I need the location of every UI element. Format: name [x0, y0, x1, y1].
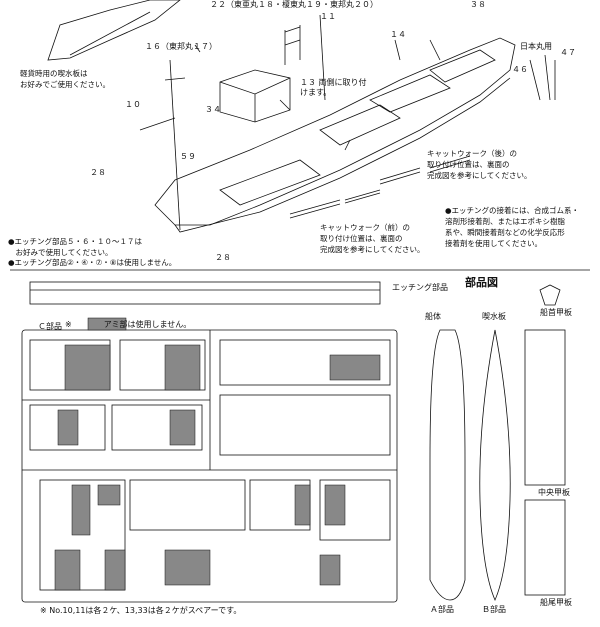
note-etching-unused: ●エッチング部品②・④・⑦・⑧は使用しません。: [8, 258, 177, 267]
label-38: ３８: [470, 0, 486, 9]
note-adhesive: ●エッチングの接着には、合成ゴム系・ 溶剤形接着剤、またはエポキシ樹脂 系や、瞬…: [445, 206, 580, 248]
label-28a: ２８: [90, 168, 106, 177]
label-16: １６（東邦丸１７）: [145, 42, 217, 51]
note-catwalk-front: キャットウォーク（前）の 取り付け位置は、裏面の 完成図を参考にしてください。: [320, 223, 425, 254]
center-deck-part: [524, 329, 566, 486]
label-28b: ２８: [215, 253, 231, 262]
label-10: １０: [125, 100, 141, 109]
hull-part-a: [429, 329, 466, 601]
note-wake-board: 軽貨時用の喫水板は お好みでご使用ください。: [20, 69, 110, 89]
stern-deck-part: [524, 499, 566, 596]
stern-deck-label: 船尾甲板: [540, 598, 572, 607]
label-46: ４６: [512, 65, 528, 74]
ship-hull-outline: [154, 37, 516, 226]
label-59: ５９: [180, 152, 196, 161]
bow-deck-part: [539, 284, 561, 306]
draft-part-b: [479, 329, 511, 602]
etching-label: エッチング部品: [392, 283, 448, 292]
center-deck-label: 中央甲板: [538, 488, 570, 497]
draft-label: 喫水板: [482, 312, 506, 321]
bow-deck-label: 船首甲板: [540, 308, 572, 317]
note-etching-optional: ●エッチング部品５・６・１０～１７は お好みで使用してください。: [8, 237, 143, 257]
a-parts-label: Ａ部品: [430, 605, 454, 614]
b-parts-label: Ｂ部品: [482, 605, 506, 614]
unused-notice: ※ アミ部は使用しません。: [65, 320, 192, 329]
hull-label: 船体: [425, 312, 441, 321]
c-parts-label: Ｃ部品: [38, 322, 62, 331]
label-14: １４: [390, 30, 406, 39]
label-22: ２２（東亜丸１８・榎東丸１９・東邦丸２０）: [210, 0, 378, 9]
label-11: １１: [320, 12, 336, 21]
etching-fret: [29, 281, 381, 305]
draft-plate-outline: [47, 0, 181, 61]
label-34: ３４: [205, 105, 221, 114]
label-47: ４７: [560, 48, 576, 57]
sprue-c-frame: [21, 329, 398, 603]
spare-footnote: ※ No.10,11は各２ケ、13,33は各２ケがスペアーです。: [40, 606, 242, 615]
note-catwalk-rear: キャットウォーク（後）の 取り付け位置は、裏面の 完成図を参考にしてください。: [427, 149, 532, 180]
label-13: １３ 両側に取り付けます。: [300, 78, 367, 97]
parts-title: 部品図: [465, 276, 498, 289]
label-nihon: 日本丸用: [520, 42, 552, 51]
